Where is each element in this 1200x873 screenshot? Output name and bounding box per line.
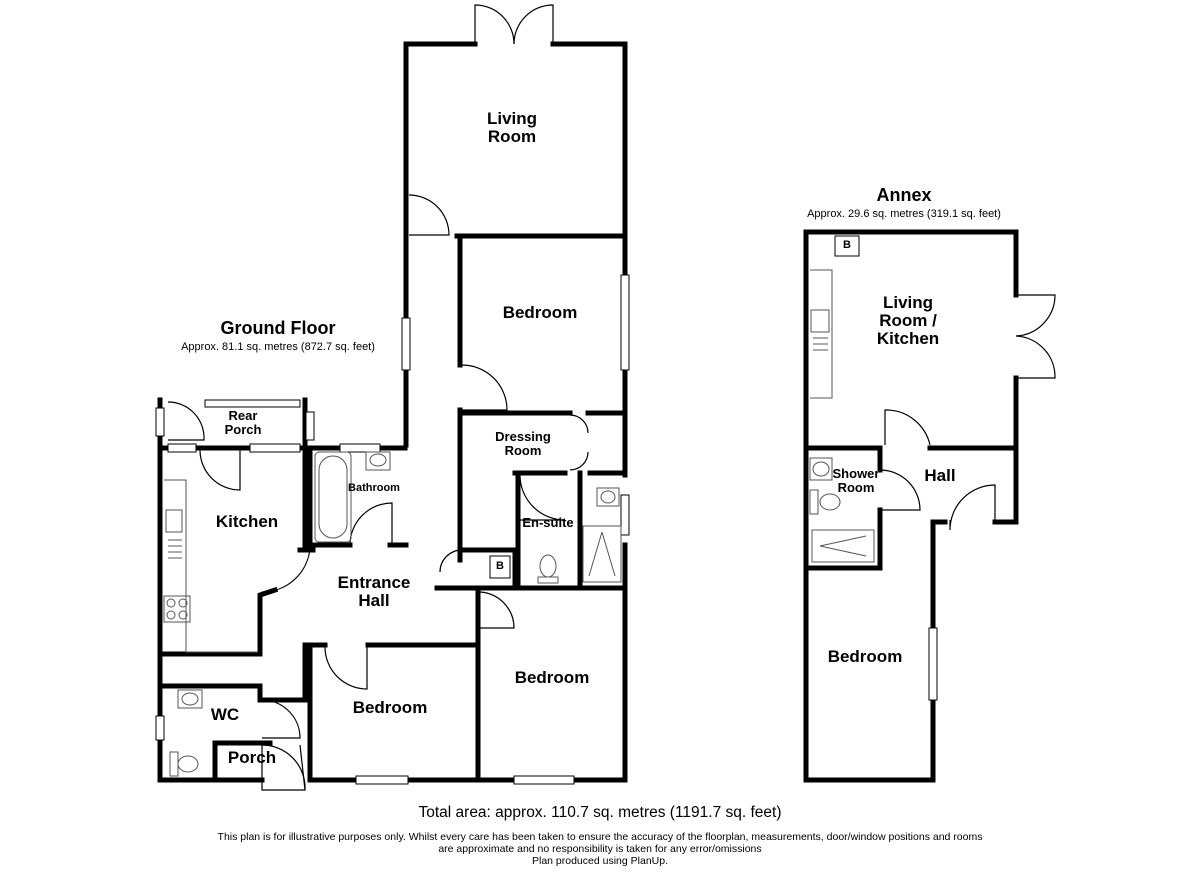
annex-title: Annex	[876, 185, 932, 205]
bathroom-label: Bathroom	[348, 482, 400, 494]
annex-hall-label: Hall	[924, 466, 956, 485]
shower-room-label: Shower Room	[832, 466, 880, 495]
living-room-label: Living Room	[486, 109, 538, 146]
bedroom-upper-label: Bedroom	[502, 303, 578, 322]
annex-area: Approx. 29.6 sq. metres (319.1 sq. feet)	[807, 208, 1001, 220]
windows	[155, 274, 938, 785]
ground-floor-area: Approx. 81.1 sq. metres (872.7 sq. feet)	[181, 341, 375, 353]
bedroom-middle-label: Bedroom	[352, 698, 428, 717]
fixtures	[163, 235, 875, 777]
disclaimer-line-2: are approximate and no responsibility is…	[438, 843, 762, 855]
boiler-label-annex: B	[843, 239, 851, 251]
doors	[167, 4, 1056, 791]
en-suite-label: En-suite	[522, 515, 574, 530]
kitchen-label: Kitchen	[215, 512, 279, 531]
ground-floor-title: Ground Floor	[220, 318, 336, 338]
total-area: Total area: approx. 110.7 sq. metres (11…	[418, 804, 782, 821]
boiler-label-ground: B	[496, 560, 504, 572]
bedroom-right-label: Bedroom	[514, 668, 590, 687]
dressing-room-label: Dressing Room	[495, 429, 551, 458]
annex-bedroom-label: Bedroom	[827, 647, 903, 666]
entrance-hall-label: Entrance Hall	[337, 573, 411, 610]
wc-label: WC	[210, 705, 240, 724]
rear-porch-label: Rear Porch	[224, 408, 262, 437]
porch-label: Porch	[227, 748, 277, 767]
disclaimer-line-3: Plan produced using PlanUp.	[531, 855, 668, 867]
disclaimer-line-1: This plan is for illustrative purposes o…	[217, 831, 983, 843]
annex-living-kitchen-label: Living Room / Kitchen	[876, 293, 940, 348]
